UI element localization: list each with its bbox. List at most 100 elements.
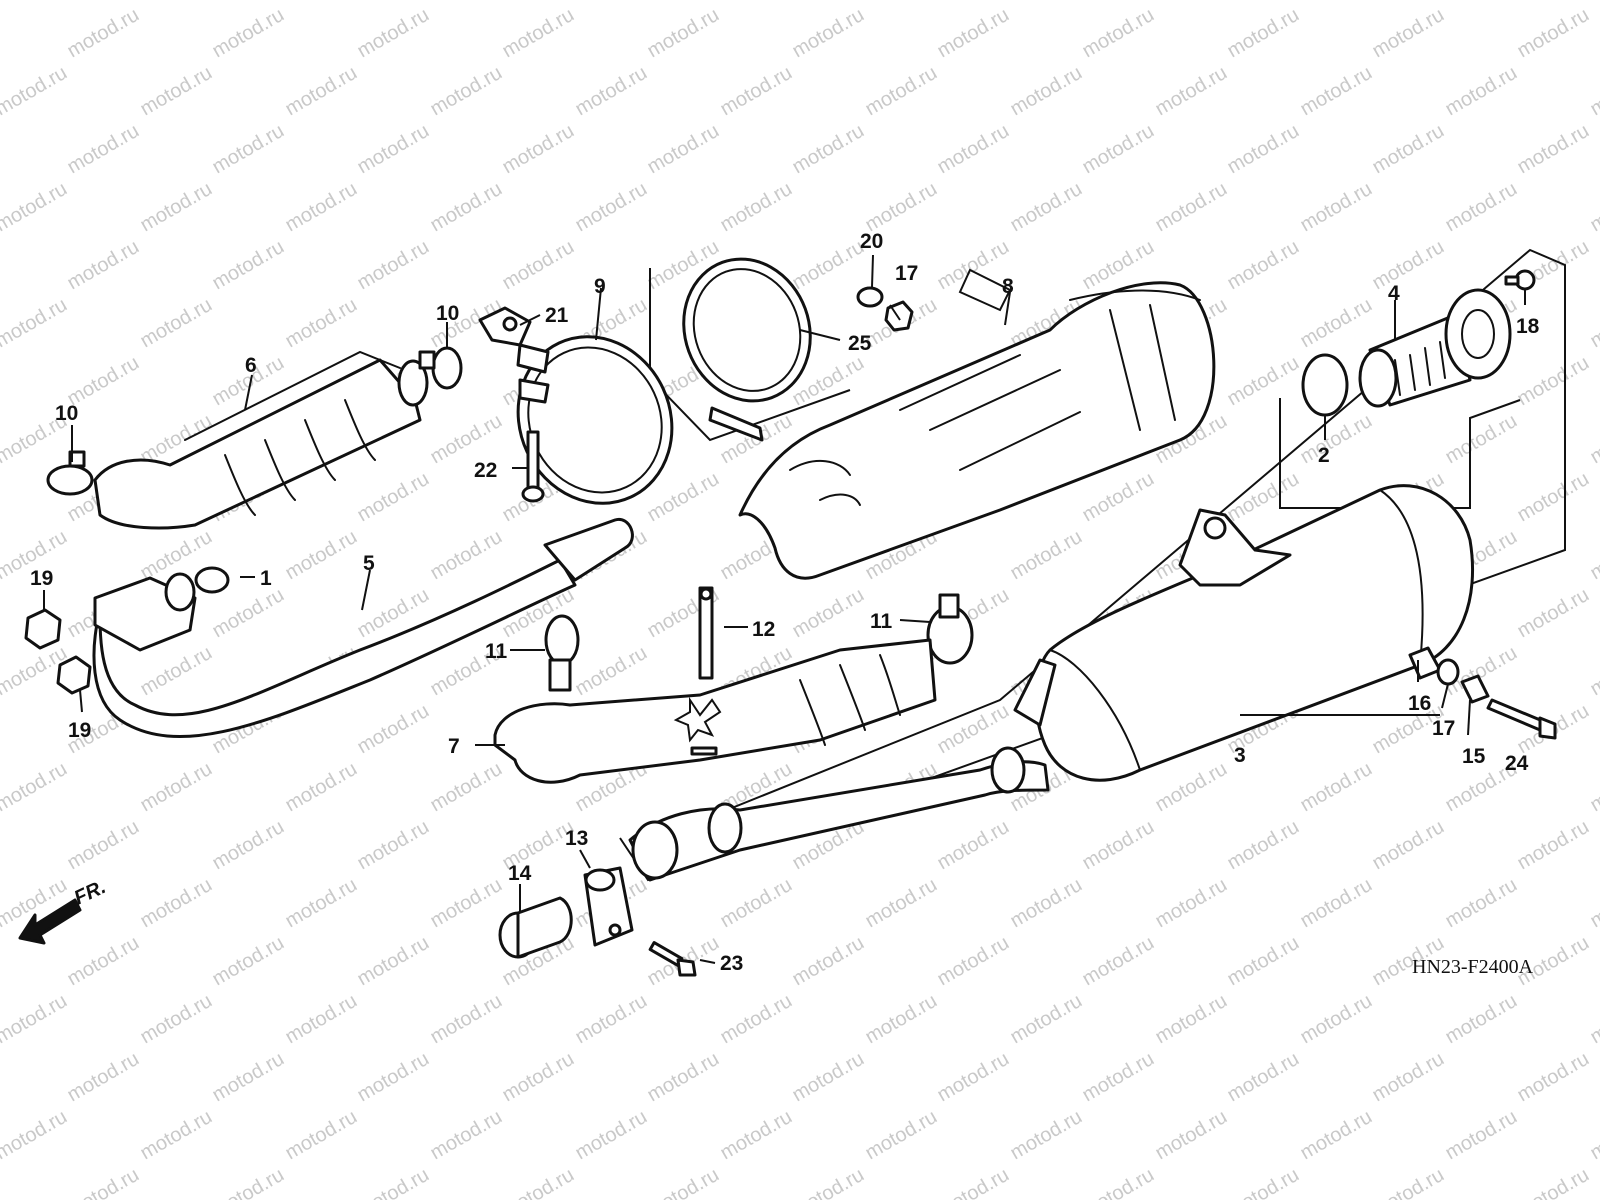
watermark-text: motod.ru — [0, 758, 71, 817]
callout-1: 1 — [260, 567, 272, 590]
watermark-text: motod.ru — [644, 1048, 723, 1107]
watermark-text: motod.ru — [862, 990, 941, 1049]
watermark-text: motod.ru — [1224, 352, 1303, 411]
watermark-text: motod.ru — [1297, 1106, 1376, 1165]
callout-18: 18 — [1516, 315, 1540, 338]
watermark-text: motod.ru — [427, 758, 506, 817]
watermark-text: motod.ru — [789, 584, 868, 643]
watermark-text: motod.ru — [354, 816, 433, 875]
watermark-text: motod.ru — [1297, 0, 1376, 4]
callout-12: 12 — [752, 618, 775, 641]
watermark-text: motod.ru — [1514, 120, 1593, 179]
watermark-text: motod.ru — [64, 1164, 143, 1200]
exhaust-pipe — [92, 517, 634, 739]
watermark-text: motod.ru — [1514, 468, 1593, 527]
watermark-text: motod.ru — [1007, 1106, 1086, 1165]
watermark-text: motod.ru — [282, 526, 361, 585]
watermark-text: motod.ru — [282, 62, 361, 121]
watermark-text: motod.ru — [934, 120, 1013, 179]
watermark-text: motod.ru — [1007, 874, 1086, 933]
callout-13: 13 — [565, 827, 588, 850]
watermark-text: motod.ru — [1587, 0, 1600, 4]
bolt-18 — [1504, 269, 1536, 291]
watermark-text: motod.ru — [0, 1106, 71, 1165]
callout-16: 16 — [1408, 692, 1431, 715]
watermark-text: motod.ru — [789, 1048, 868, 1107]
watermark-text: motod.ru — [64, 236, 143, 295]
bolt-23 — [648, 941, 697, 977]
watermark-text: motod.ru — [1587, 410, 1600, 469]
callout-7: 7 — [448, 735, 460, 758]
watermark-text: motod.ru — [427, 1106, 506, 1165]
watermark-text: motod.ru — [137, 642, 216, 701]
watermark-text: motod.ru — [789, 236, 868, 295]
watermark-text: motod.ru — [1587, 758, 1600, 817]
watermark-text: motod.ru — [572, 642, 651, 701]
spark-arrester-4 — [1358, 288, 1512, 408]
callout-10-upper: 10 — [436, 302, 459, 325]
watermark-text: motod.ru — [1514, 816, 1593, 875]
watermark-text: motod.ru — [209, 4, 288, 63]
watermark-text: motod.ru — [427, 526, 506, 585]
watermark-text: motod.ru — [1297, 62, 1376, 121]
flange-nut-19-lower — [56, 655, 92, 695]
watermark-text: motod.ru — [1514, 352, 1593, 411]
watermark-text: motod.ru — [1442, 990, 1521, 1049]
watermark-text: motod.ru — [209, 1164, 288, 1200]
watermark-text: motod.ru — [137, 294, 216, 353]
watermark-text: motod.ru — [427, 990, 506, 1049]
watermark-text: motod.ru — [64, 120, 143, 179]
watermark-text: motod.ru — [1079, 1048, 1158, 1107]
watermark-text: motod.ru — [1297, 294, 1376, 353]
gasket-2 — [1301, 353, 1349, 417]
watermark-text: motod.ru — [572, 1106, 651, 1165]
muffler-protector — [738, 268, 1216, 580]
watermark-text: motod.ru — [1297, 990, 1376, 1049]
callout-25: 25 — [848, 332, 872, 355]
watermark-text: motod.ru — [282, 874, 361, 933]
watermark-text: motod.ru — [1369, 4, 1448, 63]
watermark-text: motod.ru — [717, 1106, 796, 1165]
tail-pipe-clamp-13 — [583, 866, 634, 947]
muffler-band-25 — [682, 257, 812, 442]
watermark-text: motod.ru — [862, 62, 941, 121]
watermark-text: motod.ru — [0, 990, 71, 1049]
heat-shield-bracket-frame — [649, 268, 851, 442]
watermark-text: motod.ru — [1587, 294, 1600, 353]
watermark-text: motod.ru — [354, 4, 433, 63]
watermark-text: motod.ru — [1369, 236, 1448, 295]
watermark-text: motod.ru — [282, 178, 361, 237]
watermark-text: motod.ru — [427, 178, 506, 237]
watermark-text: motod.ru — [282, 294, 361, 353]
watermark-text: motod.ru — [1079, 1164, 1158, 1200]
watermark-text: motod.ru — [209, 584, 288, 643]
watermark-text: motod.ru — [209, 932, 288, 991]
diagram-code: HN23-F2400A — [1412, 956, 1534, 978]
watermark-text: motod.ru — [644, 120, 723, 179]
watermark-text: motod.ru — [572, 990, 651, 1049]
watermark-text: motod.ru — [1297, 874, 1376, 933]
callout-9: 9 — [594, 275, 606, 298]
callout-21: 21 — [545, 304, 569, 327]
band-clamp-11-left — [544, 614, 580, 692]
watermark-text: motod.ru — [1442, 410, 1521, 469]
watermark-text: motod.ru — [644, 1164, 723, 1200]
clip-nut-21 — [478, 306, 532, 347]
watermark-text: motod.ru — [717, 0, 796, 4]
watermark-text: motod.ru — [354, 700, 433, 759]
collar-15 — [1460, 674, 1490, 704]
watermark-text: motod.ru — [1369, 1164, 1448, 1200]
watermark-text: motod.ru — [1152, 62, 1231, 121]
watermark-text: motod.ru — [209, 120, 288, 179]
watermark-text: motod.ru — [1369, 120, 1448, 179]
watermark-text: motod.ru — [1152, 758, 1231, 817]
watermark-text: motod.ru — [1514, 1048, 1593, 1107]
watermark-text: motod.ru — [717, 178, 796, 237]
callout-17-lower: 17 — [1432, 717, 1455, 740]
nut-17-lower — [1436, 658, 1460, 686]
callout-15: 15 — [1462, 745, 1486, 768]
watermark-text: motod.ru — [934, 816, 1013, 875]
watermark-text: motod.ru — [1587, 642, 1600, 701]
watermark-text: motod.ru — [1587, 990, 1600, 1049]
watermark-text: motod.ru — [427, 62, 506, 121]
